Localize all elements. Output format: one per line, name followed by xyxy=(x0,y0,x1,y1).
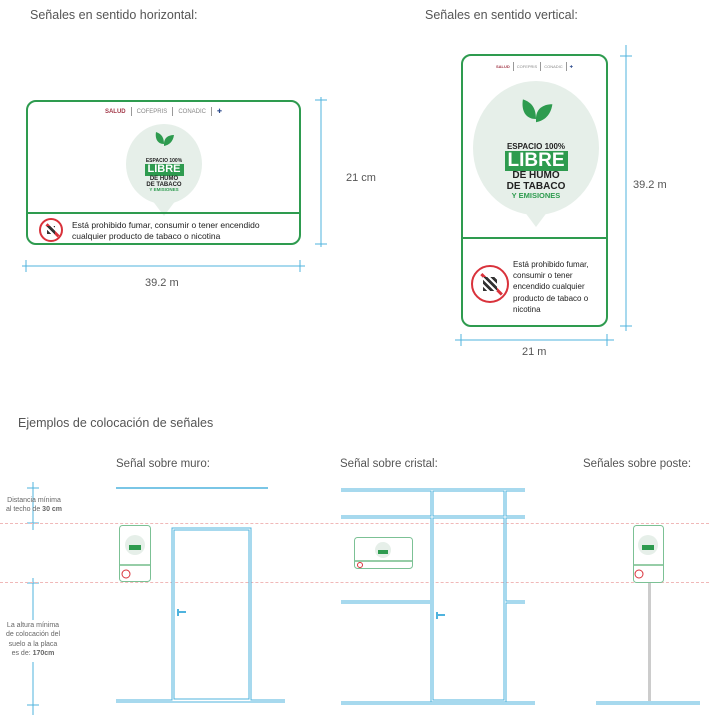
horizontal-height-label: 21 cm xyxy=(346,172,376,184)
space-mark: ESPACIO 100% LIBRE DE HUMO DE TABACO Y E… xyxy=(473,142,599,201)
logo-cofepris: COFEPRIS xyxy=(516,64,538,69)
mini-sign-post xyxy=(633,525,664,583)
warning-text: Está prohibido fumar, consumir o tener e… xyxy=(513,260,589,314)
no-smoking-icon xyxy=(471,265,509,303)
wall-example-title: Señal sobre muro: xyxy=(116,458,210,470)
horizontal-section-title: Señales en sentido horizontal: xyxy=(30,8,198,22)
logo-salud: SALUD xyxy=(495,64,510,69)
examples-title: Ejemplos de colocación de señales xyxy=(18,416,214,430)
label-line: Distancia mínima xyxy=(7,497,61,504)
ceiling-value: 30 cm xyxy=(42,506,63,514)
horizontal-sign: SALUD COFEPRIS CONADIC ✚ ESPACIO 100% LI… xyxy=(26,100,301,245)
logo-cofepris: COFEPRIS xyxy=(136,108,168,115)
floor-value: 170cm xyxy=(32,650,55,658)
glass-example-title: Señal sobre cristal: xyxy=(340,458,438,470)
space-mark: ESPACIO 100% LIBRE DE HUMO DE TABACO Y E… xyxy=(126,158,202,193)
logo-conadic: CONADIC xyxy=(544,64,563,69)
label-line: es de: xyxy=(11,650,33,658)
emblem-icon: ✚ xyxy=(216,109,223,115)
humo-text: DE HUMO xyxy=(149,175,179,182)
label-line: de colocación del xyxy=(5,631,61,639)
horizontal-width-label: 39.2 m xyxy=(145,277,179,289)
espacio-text: ESPACIO 100% xyxy=(506,142,566,151)
door-handle-icon xyxy=(177,609,445,619)
height-guide-line xyxy=(0,582,709,583)
tabaco-text: DE TABACO xyxy=(146,182,182,189)
sign-post xyxy=(648,582,651,701)
ceiling-distance-label: Distancia mínima al techo de 30 cm xyxy=(0,496,68,515)
vertical-height-label: 39.2 m xyxy=(633,179,667,191)
leaf-icon xyxy=(155,132,174,156)
libre-text: LIBRE xyxy=(144,164,184,176)
floor-height-label: La altura mínima de colocación del suelo… xyxy=(2,621,64,659)
logos: SALUD COFEPRIS CONADIC ✚ xyxy=(28,107,299,116)
libre-text: LIBRE xyxy=(504,151,568,172)
emisiones-text: Y EMISIONES xyxy=(511,191,561,201)
mini-sign-glass xyxy=(354,537,413,569)
vertical-sign: SALUD COFEPRIS CONADIC ✚ ESPACIO 100% LI… xyxy=(461,54,608,327)
humo-text: DE HUMO xyxy=(512,170,560,182)
label-line: La altura mínima xyxy=(6,622,60,629)
emblem-icon: ✚ xyxy=(569,64,574,69)
divider xyxy=(463,237,606,239)
no-smoking-icon xyxy=(39,218,63,242)
label-line: suelo a la placa xyxy=(8,640,58,648)
warning-text: Está prohibido fumar, consumir o tener e… xyxy=(72,220,260,242)
leaf-icon xyxy=(522,99,553,139)
label-line: al techo de xyxy=(5,506,43,514)
vertical-width-label: 21 m xyxy=(522,346,547,358)
mini-sign-wall xyxy=(119,525,151,582)
post-example-title: Señales sobre poste: xyxy=(583,458,692,470)
logos: SALUD COFEPRIS CONADIC ✚ xyxy=(463,62,606,71)
emisiones-text: Y EMISIONES xyxy=(149,187,179,193)
pin-badge: ESPACIO 100% LIBRE DE HUMO DE TABACO Y E… xyxy=(473,81,599,227)
tabaco-text: DE TABACO xyxy=(506,180,566,192)
espacio-text: ESPACIO 100% xyxy=(145,158,183,164)
ceiling-guide-line xyxy=(0,523,709,524)
logo-salud: SALUD xyxy=(104,108,126,115)
divider xyxy=(28,212,299,214)
vertical-section-title: Señales en sentido vertical: xyxy=(425,8,578,22)
logo-conadic: CONADIC xyxy=(178,108,206,115)
